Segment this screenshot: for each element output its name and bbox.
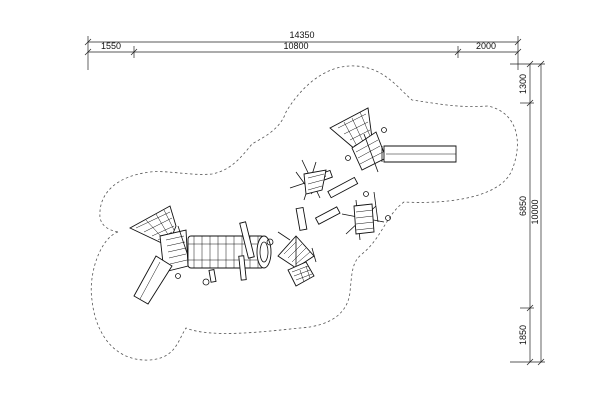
right-tower (329, 107, 457, 173)
left-slide (133, 255, 173, 305)
a-frame-right (353, 203, 375, 235)
horizontal-dimensions: 14350 1550 10800 2000 (84, 30, 522, 70)
log-2 (314, 206, 341, 225)
left-offset-label: 1550 (101, 41, 121, 51)
top-offset-label: 1300 (518, 74, 528, 94)
log-pole (239, 221, 255, 259)
middle-climbing-elements (289, 159, 391, 241)
middle-height-label: 6850 (518, 196, 528, 216)
bottom-offset-label: 1850 (518, 325, 528, 345)
vertical-dimensions: 1300 6850 1850 10000 (510, 60, 545, 366)
post (202, 278, 210, 286)
middle-width-label: 10800 (283, 41, 308, 51)
log-3 (327, 176, 359, 199)
right-offset-label: 2000 (476, 41, 496, 51)
left-tower (129, 205, 210, 305)
safety-zone-outline (90, 65, 518, 361)
tunnel-bridge (187, 221, 274, 283)
log-1 (295, 206, 308, 231)
central-playhouse (277, 231, 317, 287)
total-width-label: 14350 (289, 30, 314, 40)
house-panel (287, 261, 315, 287)
total-height-label: 10000 (530, 199, 540, 224)
tunnel-end (256, 235, 272, 269)
